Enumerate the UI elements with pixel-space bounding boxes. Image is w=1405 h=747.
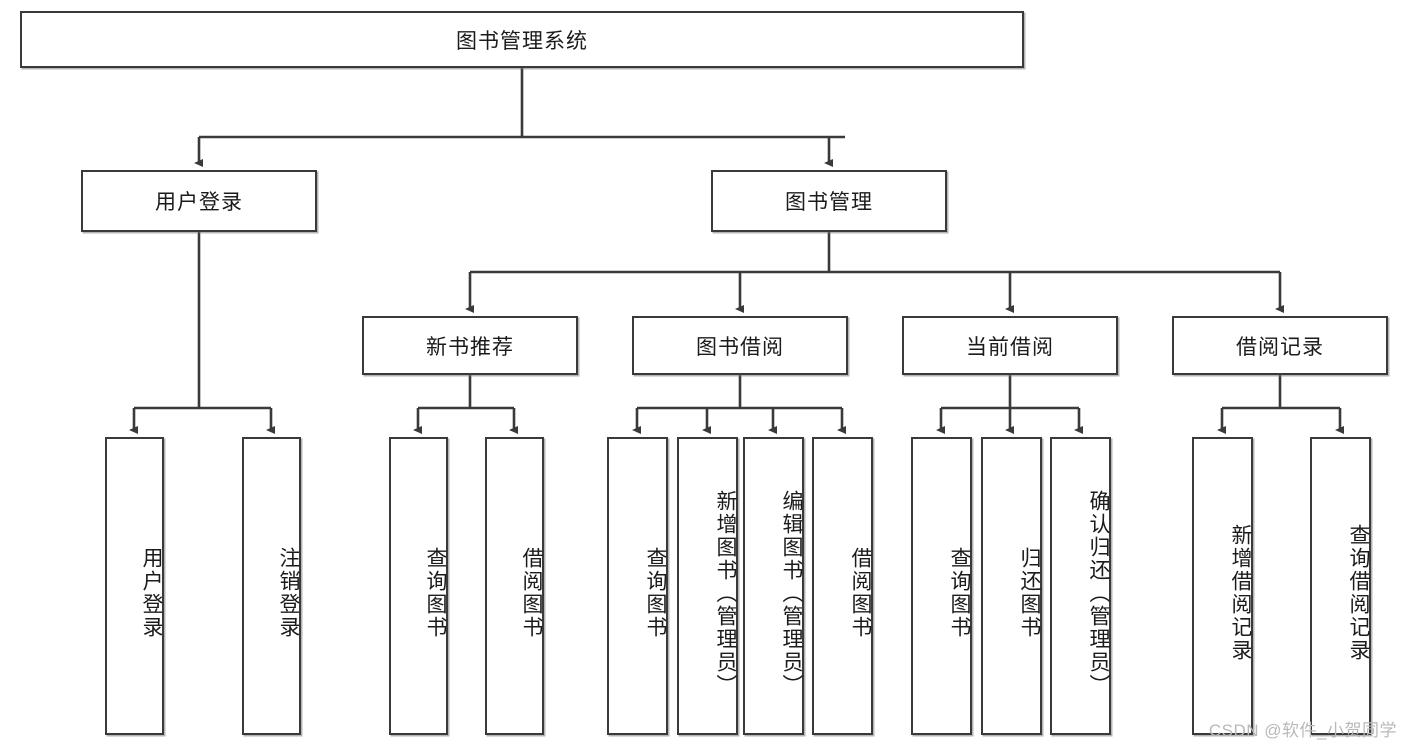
leaf-return-book[interactable]: 归还图书 [981, 437, 1042, 735]
leaf-query-borrow-record[interactable]: 查询借阅记录 [1310, 437, 1371, 735]
leaf-add-book-admin[interactable]: 新增图书（管理员） [677, 437, 738, 735]
node-book-borrow[interactable]: 图书借阅 [632, 316, 848, 375]
leaf-logout[interactable]: 注销登录 [242, 437, 301, 735]
node-new-book-recommend[interactable]: 新书推荐 [362, 316, 578, 375]
leaf-add-borrow-record[interactable]: 新增借阅记录 [1192, 437, 1253, 735]
node-current-borrow[interactable]: 当前借阅 [902, 316, 1118, 375]
leaf-query-book-borrow[interactable]: 查询图书 [607, 437, 668, 735]
node-user-login[interactable]: 用户登录 [81, 170, 317, 232]
leaf-borrow-book[interactable]: 借阅图书 [812, 437, 873, 735]
leaf-borrow-book-newbook[interactable]: 借阅图书 [485, 437, 544, 735]
node-root[interactable]: 图书管理系统 [20, 11, 1024, 68]
node-book-management[interactable]: 图书管理 [711, 170, 947, 232]
leaf-query-book-current[interactable]: 查询图书 [911, 437, 972, 735]
csdn-watermark: CSDN @软件_小贺同学 [1208, 721, 1397, 740]
leaf-edit-book-admin[interactable]: 编辑图书（管理员） [743, 437, 804, 735]
leaf-confirm-return-admin[interactable]: 确认归还（管理员） [1050, 437, 1111, 735]
leaf-user-login[interactable]: 用户登录 [105, 437, 164, 735]
leaf-query-book-newbook[interactable]: 查询图书 [389, 437, 448, 735]
node-borrow-record[interactable]: 借阅记录 [1172, 316, 1388, 375]
